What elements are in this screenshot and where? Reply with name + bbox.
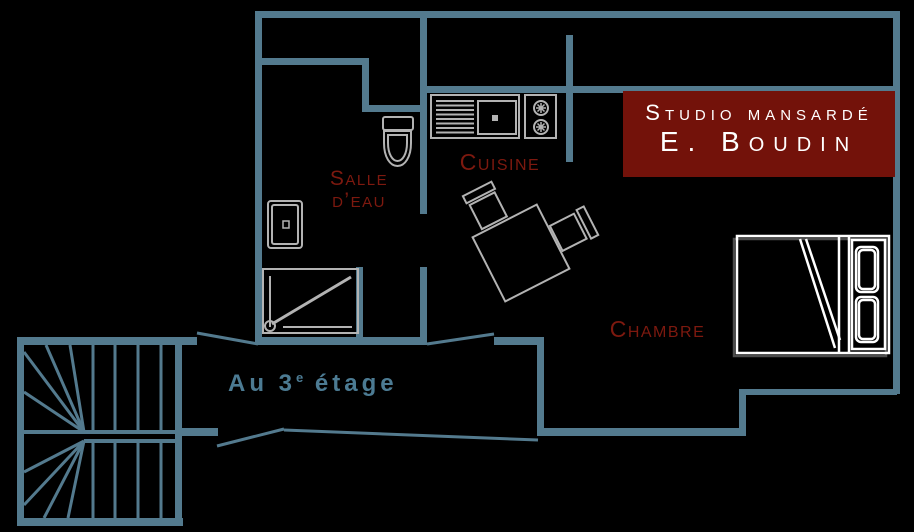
- shower: [262, 268, 359, 334]
- break-line: [196, 331, 259, 346]
- wall-salle-eau-left: [255, 11, 262, 344]
- kitchen-sink-icon: [477, 100, 517, 135]
- corridor-label-suffix: étage: [304, 370, 398, 397]
- wall-corridor-right-v: [537, 337, 544, 436]
- wall-corridor-top-mid: [255, 337, 427, 345]
- kitchen-counter: [430, 94, 520, 139]
- wall-stairs-left: [17, 337, 24, 526]
- banner-title-line2: E. Boudin: [659, 126, 859, 157]
- walls: [17, 11, 900, 526]
- title-banner: Studio mansardé E. Boudin: [623, 91, 895, 177]
- wall-kitchen-top: [420, 86, 895, 93]
- wall-shower-right: [356, 267, 363, 344]
- wall-closet-h1: [255, 58, 368, 65]
- toilet: [382, 116, 414, 168]
- wall-bottom-right-h: [537, 428, 745, 436]
- wall-step-h: [739, 389, 897, 395]
- corridor-label-prefix: Au 3: [228, 370, 297, 397]
- drainboard-icon: [436, 100, 474, 134]
- washbasin: [267, 200, 303, 249]
- salle-eau-line2: d’eau: [332, 189, 386, 213]
- break-line: [283, 428, 539, 442]
- bed: [732, 234, 891, 358]
- sheet-fold: [798, 238, 842, 349]
- wall-main-v-lower: [420, 267, 427, 344]
- stairs: [22, 344, 178, 519]
- wall-right: [893, 11, 900, 394]
- burner-icon: [533, 119, 549, 135]
- corridor-label: Au 3e étage: [228, 370, 398, 398]
- break-line: [426, 332, 495, 346]
- wall-step-v: [739, 389, 746, 436]
- wall-closet-h2: [362, 105, 426, 112]
- wall-top: [255, 11, 900, 18]
- wall-main-v-upper: [420, 11, 427, 214]
- table: [471, 203, 571, 303]
- break-line: [216, 427, 285, 448]
- wall-kitchen-right-stub: [566, 35, 573, 162]
- chair: [461, 180, 509, 231]
- wall-closet-v: [362, 58, 369, 112]
- room-label-chambre: Chambre: [609, 316, 706, 342]
- pillows: [850, 238, 887, 351]
- corridor-label-sup: e: [296, 370, 305, 385]
- wall-corridor-bottom-stub: [175, 428, 218, 436]
- wall-corridor-top-left: [17, 337, 197, 345]
- chair: [548, 205, 600, 253]
- wall-stairs-bottom: [17, 518, 183, 526]
- stove: [524, 94, 557, 139]
- room-label-salle-eau: Salle d’eau: [316, 167, 402, 213]
- dining-set: [461, 180, 600, 303]
- banner-title-line1: Studio mansardé: [645, 100, 873, 125]
- wall-corridor-top-right: [494, 337, 543, 345]
- break-lines: [196, 331, 539, 448]
- room-label-cuisine: Cuisine: [459, 149, 541, 175]
- burner-icon: [533, 100, 549, 116]
- salle-eau-line1: Salle: [329, 167, 389, 190]
